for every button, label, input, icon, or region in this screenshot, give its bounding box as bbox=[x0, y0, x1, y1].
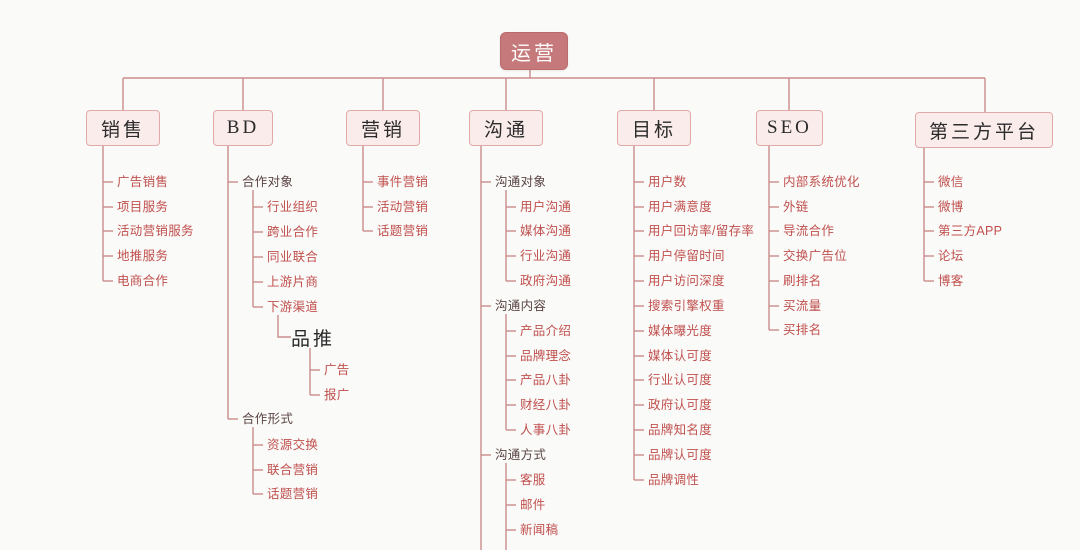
leaf-item[interactable]: 下游渠道 bbox=[267, 300, 319, 314]
leaf-item[interactable]: 用户沟通 bbox=[520, 200, 572, 214]
leaf-item[interactable]: 用户回访率/留存率 bbox=[648, 224, 755, 238]
leaf-item[interactable]: 导流合作 bbox=[783, 224, 835, 238]
leaf-item[interactable]: 用户数 bbox=[648, 175, 687, 189]
leaf-item[interactable]: 论坛 bbox=[938, 249, 964, 263]
leaf-item[interactable]: 资源交换 bbox=[267, 438, 319, 452]
leaf-item[interactable]: 品牌认可度 bbox=[648, 448, 713, 462]
leaf-item[interactable]: 行业认可度 bbox=[648, 373, 713, 387]
leaf-item[interactable]: 微信 bbox=[938, 175, 964, 189]
leaf-item[interactable]: 微博 bbox=[938, 200, 964, 214]
leaf-item[interactable]: 搜索引擎权重 bbox=[648, 299, 725, 313]
leaf-item[interactable]: 买流量 bbox=[783, 299, 822, 313]
leaf-item[interactable]: 活动营销服务 bbox=[117, 224, 194, 238]
branch-node-sales[interactable]: 销售 bbox=[86, 110, 160, 146]
branch-node-seo[interactable]: SEO bbox=[756, 110, 823, 146]
leaf-item[interactable]: 地推服务 bbox=[117, 249, 169, 263]
leaf-item[interactable]: 媒体沟通 bbox=[520, 224, 572, 238]
sub-node-brand-promotion[interactable]: 品推 bbox=[291, 329, 336, 350]
branch-node-goals[interactable]: 目标 bbox=[617, 110, 691, 146]
leaf-item[interactable]: 事件营销 bbox=[377, 175, 429, 189]
leaf-item[interactable]: 活动营销 bbox=[377, 200, 429, 214]
leaf-item[interactable]: 品牌理念 bbox=[520, 349, 572, 363]
group-label-communication-methods[interactable]: 沟通方式 bbox=[495, 448, 547, 462]
branch-node-bd[interactable]: BD bbox=[213, 110, 273, 146]
leaf-item[interactable]: 跨业合作 bbox=[267, 225, 319, 239]
branch-node-third-party-platform[interactable]: 第三方平台 bbox=[915, 112, 1053, 148]
leaf-item[interactable]: 广告 bbox=[324, 363, 350, 377]
leaf-item[interactable]: 交换广告位 bbox=[783, 249, 848, 263]
leaf-item[interactable]: 客服 bbox=[520, 473, 546, 487]
leaf-item[interactable]: 媒体曝光度 bbox=[648, 324, 713, 338]
leaf-item[interactable]: 新闻稿 bbox=[520, 523, 559, 537]
leaf-item[interactable]: 财经八卦 bbox=[520, 398, 572, 412]
leaf-item[interactable]: 第三方APP bbox=[938, 224, 1003, 238]
leaf-item[interactable]: 产品介绍 bbox=[520, 324, 572, 338]
leaf-item[interactable]: 品牌调性 bbox=[648, 473, 700, 487]
leaf-item[interactable]: 博客 bbox=[938, 274, 964, 288]
leaf-item[interactable]: 电商合作 bbox=[117, 274, 169, 288]
group-label-communication-content[interactable]: 沟通内容 bbox=[495, 299, 547, 313]
leaf-item[interactable]: 政府认可度 bbox=[648, 398, 713, 412]
leaf-item[interactable]: 内部系统优化 bbox=[783, 175, 860, 189]
leaf-item[interactable]: 项目服务 bbox=[117, 200, 169, 214]
leaf-item[interactable]: 刷排名 bbox=[783, 274, 822, 288]
leaf-item[interactable]: 用户访问深度 bbox=[648, 274, 725, 288]
leaf-item[interactable]: 媒体认可度 bbox=[648, 349, 713, 363]
leaf-item[interactable]: 同业联合 bbox=[267, 250, 319, 264]
leaf-item[interactable]: 品牌知名度 bbox=[648, 423, 713, 437]
leaf-item[interactable]: 报广 bbox=[324, 388, 350, 402]
leaf-item[interactable]: 上游片商 bbox=[267, 275, 319, 289]
root-node-operations[interactable]: 运营 bbox=[500, 32, 568, 70]
group-label-partner-forms[interactable]: 合作形式 bbox=[242, 412, 294, 426]
leaf-item[interactable]: 话题营销 bbox=[377, 224, 429, 238]
group-label-partner-targets[interactable]: 合作对象 bbox=[242, 175, 294, 189]
leaf-item[interactable]: 产品八卦 bbox=[520, 373, 572, 387]
branch-node-communication[interactable]: 沟通 bbox=[469, 110, 543, 146]
leaf-item[interactable]: 邮件 bbox=[520, 498, 546, 512]
group-label-communication-targets[interactable]: 沟通对象 bbox=[495, 175, 547, 189]
branch-node-marketing[interactable]: 营销 bbox=[346, 110, 420, 146]
leaf-item[interactable]: 行业沟通 bbox=[520, 249, 572, 263]
leaf-item[interactable]: 外链 bbox=[783, 200, 809, 214]
leaf-item[interactable]: 政府沟通 bbox=[520, 274, 572, 288]
leaf-item[interactable]: 用户停留时间 bbox=[648, 249, 725, 263]
leaf-item[interactable]: 联合营销 bbox=[267, 463, 319, 477]
leaf-item[interactable]: 用户满意度 bbox=[648, 200, 713, 214]
leaf-item[interactable]: 话题营销 bbox=[267, 487, 319, 501]
leaf-item[interactable]: 人事八卦 bbox=[520, 423, 572, 437]
leaf-item[interactable]: 广告销售 bbox=[117, 175, 169, 189]
leaf-item[interactable]: 行业组织 bbox=[267, 200, 319, 214]
leaf-item[interactable]: 买排名 bbox=[783, 323, 822, 337]
